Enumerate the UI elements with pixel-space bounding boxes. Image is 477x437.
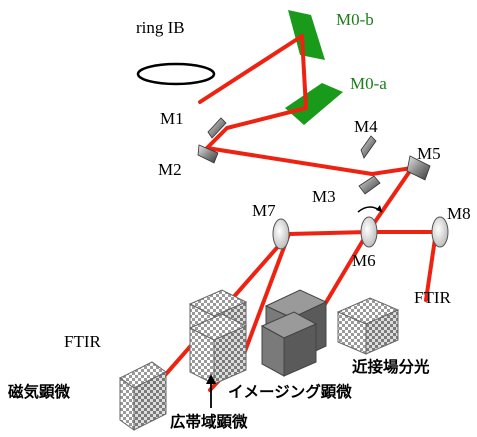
- m7-label: M7: [252, 201, 276, 220]
- m2-mirror: [197, 144, 219, 164]
- magnetic-microscope-box: [119, 361, 167, 431]
- ftir-right-label: FTIR: [414, 288, 452, 307]
- near-field-label: 近接場分光: [352, 357, 430, 376]
- broadband-arrowhead: [206, 374, 216, 384]
- magnetic-microscope-label: 磁気顕微: [8, 382, 71, 401]
- m0-b-mirror: [288, 10, 325, 60]
- m1-mirror: [207, 117, 227, 139]
- m3-mirror: [358, 175, 381, 195]
- m6-rotation-arrowhead: [376, 205, 382, 212]
- broadband-microscope-label: 広帯域顕微: [170, 412, 248, 431]
- near-field-box: [336, 297, 400, 355]
- beam-source: [198, 34, 414, 356]
- m7-mirror: [272, 218, 290, 250]
- m5-mirror: [406, 155, 431, 181]
- m0-a-label: M0-a: [350, 74, 387, 93]
- m0-b-label: M0-b: [336, 10, 374, 29]
- broadband-microscope-box: [188, 289, 248, 385]
- m8-label: M8: [447, 204, 471, 223]
- m6-mirror: [360, 216, 378, 248]
- imaging-microscope-box: [260, 289, 328, 377]
- m4-label: M4: [354, 117, 378, 136]
- m1-label: M1: [160, 109, 184, 128]
- m5-label: M5: [417, 144, 441, 163]
- ring-ib-ellipse: [136, 62, 216, 86]
- ring-ib-label: ring IB: [136, 18, 185, 37]
- m8-mirror: [431, 216, 449, 248]
- ftir-left-label: FTIR: [64, 332, 102, 351]
- imaging-microscope-label: イメージング顕微: [228, 382, 352, 401]
- m0-a-mirror: [285, 83, 343, 125]
- m4-mirror: [360, 135, 377, 159]
- m2-label: M2: [158, 160, 182, 179]
- m6-label: M6: [352, 251, 376, 270]
- m3-label: M3: [312, 187, 336, 206]
